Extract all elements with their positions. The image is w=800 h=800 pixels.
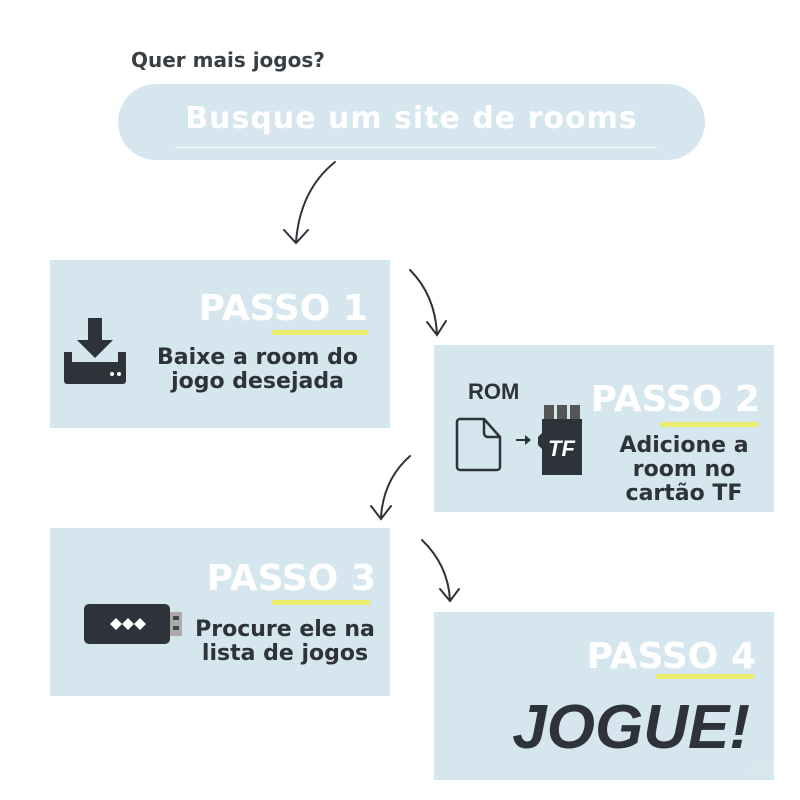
- play-text: JOGUE!: [512, 693, 750, 762]
- pill-text: Busque um site de rooms: [185, 101, 638, 136]
- step-2-panel: PASSO 2 Adicione a room no cartão TF ROM…: [434, 345, 774, 512]
- arrow-right-icon: [516, 435, 531, 445]
- step-1-panel: PASSO 1 Baixe a room do jogo desejada: [50, 260, 390, 428]
- arrow-4: [421, 539, 460, 603]
- arrow-3: [370, 455, 411, 521]
- download-icon: [64, 318, 126, 384]
- step-3-underline: [272, 600, 370, 605]
- step-3-text: Procure ele na lista de jogos: [195, 617, 375, 666]
- step-3-title: PASSO 3: [206, 558, 376, 599]
- step-2-underline: [660, 422, 758, 427]
- watermark: INTER: [748, 766, 775, 776]
- step-2-text: Adicione a room no cartão TF: [619, 433, 749, 506]
- question-heading: Quer mais jogos?: [131, 48, 325, 72]
- usb-stick-icon: [84, 604, 182, 644]
- step-4-title: PASSO 4: [586, 636, 756, 677]
- file-icon: [455, 417, 502, 472]
- step-2-title: PASSO 2: [590, 379, 760, 420]
- step-4-panel: PASSO 4 JOGUE!: [434, 612, 774, 780]
- step-4-underline: [656, 674, 754, 679]
- tf-card-icon: [538, 405, 582, 475]
- step-3-panel: PASSO 3 Procure ele na lista de jogos: [50, 528, 390, 696]
- step-1-text: Baixe a room do jogo desejada: [157, 345, 358, 394]
- tf-card-label: TF: [548, 436, 575, 461]
- arrow-2: [409, 269, 447, 337]
- rom-label: ROM: [468, 379, 520, 404]
- step-1-underline: [272, 330, 368, 335]
- pill-underline: [175, 147, 657, 148]
- arrow-1: [283, 161, 336, 245]
- step-1-title: PASSO 1: [198, 288, 368, 329]
